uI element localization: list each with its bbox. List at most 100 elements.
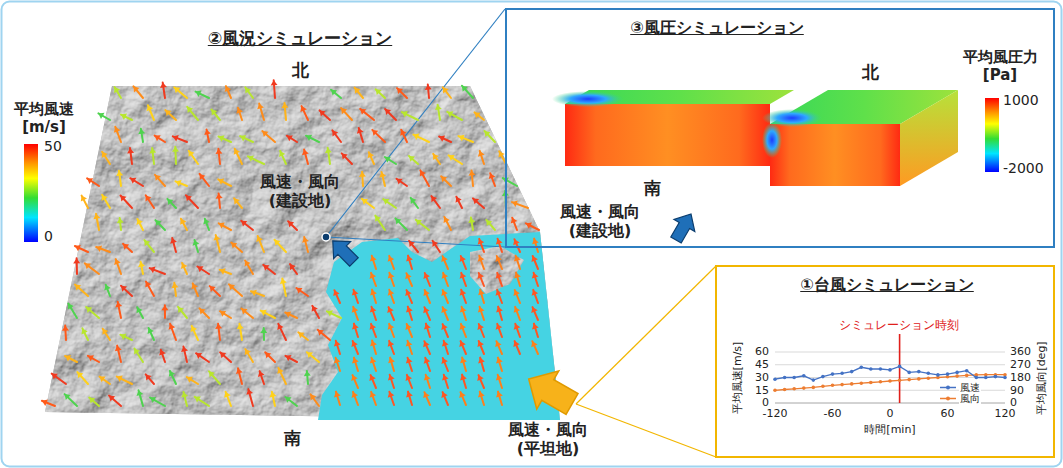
vector-head [116, 171, 123, 176]
vector-head [441, 324, 447, 330]
vector-shaft [121, 115, 132, 120]
speed-series-marker [773, 377, 777, 381]
wind-vector [318, 330, 330, 340]
wind-vector [402, 111, 418, 120]
vector-head [270, 392, 277, 398]
leader-line [576, 404, 716, 457]
vector-shaft [100, 377, 111, 384]
vector-head [137, 307, 143, 313]
wind-vector [406, 256, 413, 269]
vector-head [261, 310, 267, 316]
vector-head [85, 263, 91, 269]
vector-shaft [220, 352, 231, 362]
vector-shaft [186, 195, 198, 208]
vector-head [236, 368, 243, 374]
vector-head [496, 290, 503, 296]
vector-head [144, 240, 150, 246]
wind-vector [109, 396, 121, 406]
panel-title: ①台風シミュレーション [800, 275, 974, 294]
wind-vector [256, 236, 264, 252]
vector-head [277, 324, 283, 330]
wind-vector [102, 152, 110, 164]
wind-vector [52, 374, 66, 384]
vector-head [127, 148, 134, 153]
vector-head [169, 324, 176, 330]
vector-shaft [341, 108, 352, 120]
vector-head [121, 196, 127, 202]
vector-shaft [312, 306, 319, 318]
vector-head [138, 129, 145, 135]
vector-head [302, 237, 309, 243]
wind-vector [203, 219, 210, 230]
vector-shaft [231, 243, 242, 252]
wind-vector [204, 129, 211, 142]
wind-vector [155, 220, 165, 230]
vector-shaft [102, 195, 110, 208]
terrain-relief [45, 86, 560, 420]
vector-head [225, 86, 231, 92]
vector-head [405, 273, 411, 279]
wind-vector [441, 256, 448, 269]
vector-head [176, 180, 182, 187]
wind-vector [360, 109, 374, 120]
wind-vector [352, 307, 359, 320]
tick-label: -60 [824, 407, 842, 420]
wind-vector [334, 358, 341, 371]
vector-head [388, 358, 395, 364]
vector-shaft [121, 196, 133, 209]
site-marker [322, 233, 330, 241]
vector-shaft [174, 87, 187, 98]
wind-vector [171, 283, 178, 296]
wind-vector [117, 376, 132, 384]
vector-head [460, 273, 467, 279]
wind-vector [148, 328, 155, 340]
wind-vector [73, 258, 80, 274]
speed-series-marker [840, 372, 844, 376]
vector-head [351, 375, 358, 381]
speed-series-marker [783, 376, 787, 380]
vector-shaft [248, 156, 264, 164]
wind-vector [388, 256, 395, 269]
vector-head [459, 392, 466, 398]
vector-head [342, 153, 348, 159]
vector-head [511, 218, 518, 224]
vector-head [423, 307, 429, 313]
vector-head [102, 195, 108, 201]
vector-head [441, 290, 448, 296]
direction-series-marker [888, 379, 892, 383]
wind-vector [224, 392, 231, 406]
vector-head [441, 307, 447, 313]
wind-vector [290, 264, 297, 274]
vector-head [81, 328, 87, 334]
wind-vector [425, 85, 432, 98]
vector-head [513, 239, 519, 245]
vector-shaft [117, 377, 132, 384]
wind-vector [170, 238, 177, 252]
vector-head [442, 341, 449, 347]
wind-vector [85, 263, 99, 274]
vector-head [89, 398, 95, 404]
vector-head [117, 218, 124, 223]
vector-head [496, 375, 503, 381]
axis-title: 平均風向[deg] [1035, 341, 1048, 414]
vector-head [215, 324, 222, 329]
wind-vector [287, 135, 297, 142]
wind-vector [123, 244, 132, 252]
vector-head [372, 130, 378, 136]
vector-head [219, 135, 225, 141]
tick-label: 90 [1010, 384, 1024, 397]
wind-vector [187, 377, 198, 384]
wind-vector [400, 130, 407, 142]
vector-head [532, 324, 539, 330]
wind-vector [200, 174, 209, 186]
wind-vector [147, 105, 154, 120]
wind-vector [197, 266, 209, 274]
vector-head [257, 104, 264, 110]
wind-vector [397, 179, 408, 186]
speed-series-marker [860, 366, 864, 370]
wind-vector [96, 245, 110, 252]
wind-vector [169, 324, 177, 340]
wind-vector [236, 368, 243, 384]
colorbar-value: 50 [44, 138, 62, 155]
wind-vector [435, 105, 442, 120]
